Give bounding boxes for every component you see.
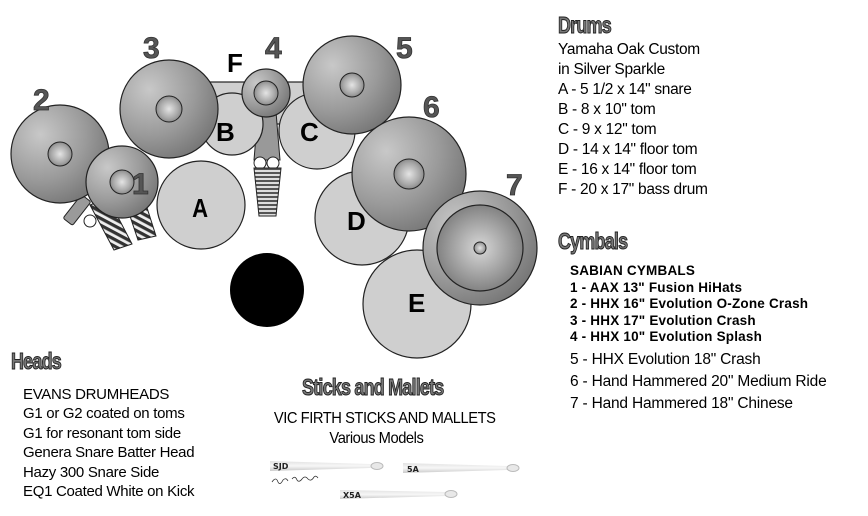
cymbal-number-3: 3 [143,32,160,65]
cymbal-number-4: 4 [265,32,282,65]
cymbals-heading: Cymbals [558,228,629,255]
heads-line: G1 for resonant tom side [23,424,181,442]
drums-line: Yamaha Oak Custom [558,41,700,58]
cymbal-item: 5 - HHX Evolution 18" Crash [570,350,761,368]
drum-letter-d: D [347,206,366,236]
drum-letter-b: B [216,117,235,147]
cymbal-4 [241,68,291,118]
cymbal-number-7: 7 [506,169,523,202]
cymbal-item: 6 - Hand Hammered 20" Medium Ride [570,372,827,390]
stick-model-5a: 5A [407,465,420,474]
cymbal-number-6: 6 [423,91,440,124]
drums-line: C - 9 x 12" tom [558,121,657,138]
drums-line: F - 20 x 17" bass drum [558,181,708,198]
cymbals-list: SABIAN CYMBALS 1 - AAX 13" Fusion HiHats… [570,263,827,415]
drums-line: A - 5 1/2 x 14" snare [558,81,692,98]
drums-line: D - 14 x 14" floor tom [558,141,698,158]
drums-list: Yamaha Oak Custom in Silver Sparkle A - … [558,40,708,200]
cymbal-2 [10,104,110,204]
cymbal-3 [119,59,219,159]
drums-line: E - 16 x 14" floor tom [558,161,697,178]
bass-drum-pedal [253,111,282,217]
heads-line: Genera Snare Batter Head [23,444,195,462]
cymbal-6 [351,116,467,232]
stick-model-sjd: SJD [273,462,289,471]
cymbal-1-hihat [85,145,159,219]
snare-a [156,160,246,250]
cymbal-item: 1 - AAX 13" Fusion HiHats [570,279,743,295]
cymbal-number-5: 5 [396,32,413,65]
cymbal-item: 2 - HHX 16" Evolution O-Zone Crash [570,296,809,311]
heads-list: EVANS DRUMHEADS G1 or G2 coated on toms … [23,385,195,501]
cymbal-number-1: 1 [132,168,149,201]
drums-line: B - 8 x 10" tom [558,101,656,118]
signature [271,475,319,484]
drum-letter-a: A [192,194,208,223]
drum-letter-f: F [227,48,243,78]
stick-sjd: SJD [270,461,384,484]
stick-x5a: X5A [340,490,458,500]
heads-line: EQ1 Coated White on Kick [23,483,195,501]
cymbal-7-china [422,190,538,306]
drums-line: in Silver Sparkle [558,61,665,78]
cymbal-item: 4 - HHX 10" Evolution Splash [570,329,763,344]
heads-line: G1 or G2 coated on toms [23,405,185,423]
heads-line: EVANS DRUMHEADS [23,386,170,403]
heads-heading: Heads [11,348,63,375]
stick-model-x5a: X5A [343,491,362,500]
drums-heading: Drums [558,12,612,39]
cymbal-5 [302,35,402,135]
drum-throne [230,253,304,327]
cymbal-item: 3 - HHX 17" Evolution Crash [570,312,756,328]
cymbal-item: 7 - Hand Hammered 18" Chinese [570,394,793,412]
cymbal-number-2: 2 [33,84,50,117]
sticks-subtitle: Various Models [329,430,424,447]
sticks-brand: VIC FIRTH STICKS AND MALLETS [273,410,496,427]
stick-5a: 5A [403,463,520,474]
drum-letter-c: C [300,117,319,147]
drum-letter-e: E [408,288,425,318]
heads-line: Hazy 300 Snare Side [23,463,160,481]
cymbals-brand: SABIAN CYMBALS [570,263,696,278]
sticks-heading: Sticks and Mallets [302,374,445,401]
